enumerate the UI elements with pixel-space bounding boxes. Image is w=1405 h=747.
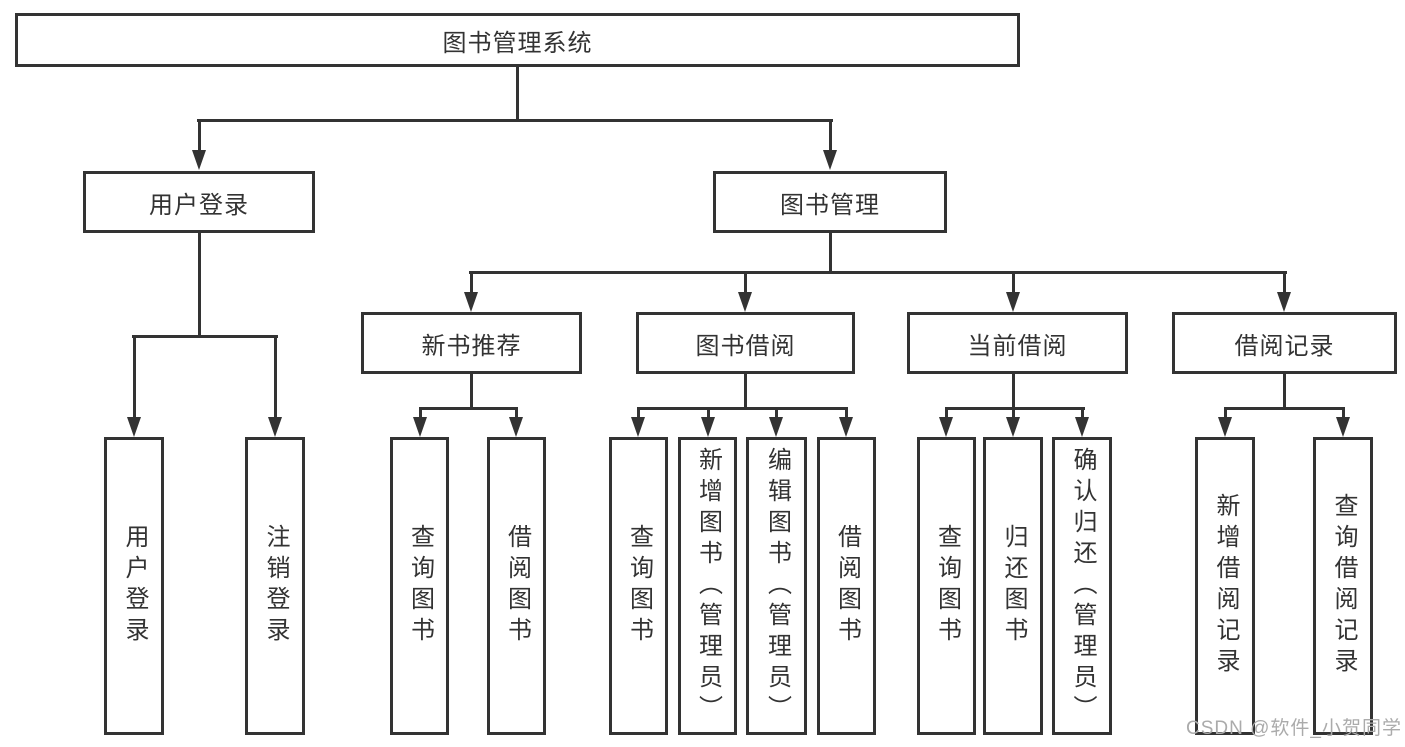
leaf-logout-label: 注销登录 [262, 524, 289, 648]
arrowhead-leaf-7 [939, 417, 953, 437]
arrow-line-to-book-borrow [744, 271, 747, 296]
connector-borrow-records-stem [1283, 374, 1286, 410]
arrow-line-leaf-1 [419, 407, 422, 421]
arrow-line-leaf-9 [1081, 407, 1084, 421]
arrowhead-to-user-login [192, 150, 206, 170]
arrowhead-leaf-1 [413, 417, 427, 437]
leaf-user-login: 用户登录 [104, 437, 164, 735]
node-borrow-records: 借阅记录 [1172, 312, 1397, 374]
connector-new-book-recommend-split [419, 407, 518, 410]
arrow-line-to-user-login [198, 119, 201, 153]
arrow-line-to-current-borrow [1012, 271, 1015, 296]
arrowhead-leaf-10 [1218, 417, 1232, 437]
node-book-management: 图书管理 [713, 171, 947, 233]
arrowhead-leaf-11 [1336, 417, 1350, 437]
leaf-borrow-books: 借阅图书 [817, 437, 876, 735]
leaf-logout: 注销登录 [245, 437, 305, 735]
arrowhead-leaf-3 [631, 417, 645, 437]
leaf-borrow-books-recommend: 借阅图书 [487, 437, 546, 735]
leaf-add-books-admin: 新增图书（管理员） [678, 437, 737, 735]
arrow-line-to-leaf-user-login [133, 335, 136, 421]
leaf-edit-books-admin: 编辑图书（管理员） [746, 437, 807, 735]
arrowhead-to-borrow-records [1277, 292, 1291, 312]
leaf-confirm-return-admin: 确认归还（管理员） [1052, 437, 1112, 735]
arrow-line-leaf-5 [775, 407, 778, 421]
leaf-confirm-return-admin-label: 确认归还（管理员） [1069, 446, 1096, 726]
leaf-borrow-books-recommend-label: 借阅图书 [503, 524, 531, 648]
leaf-return-books-label: 归还图书 [1000, 524, 1027, 648]
node-new-book-recommend: 新书推荐 [361, 312, 582, 374]
leaf-query-books-recommend-label: 查询图书 [406, 524, 434, 648]
node-current-borrow: 当前借阅 [907, 312, 1128, 374]
arrowhead-leaf-2 [509, 417, 523, 437]
connector-book-borrow-stem [744, 374, 747, 410]
node-root: 图书管理系统 [15, 13, 1020, 67]
arrowhead-to-book-management [823, 150, 837, 170]
arrow-line-leaf-10 [1224, 407, 1227, 421]
arrowhead-leaf-6 [839, 417, 853, 437]
connector-borrow-records-split [1224, 407, 1345, 410]
connector-current-borrow-stem [1012, 374, 1015, 410]
arrowhead-leaf-9 [1075, 417, 1089, 437]
connector-user-login-split [132, 335, 278, 338]
connector-book-management-stem [829, 233, 832, 274]
leaf-query-books-recommend: 查询图书 [390, 437, 449, 735]
connector-book-management-split [469, 271, 1287, 274]
connector-level1-split [197, 119, 833, 122]
arrowhead-to-leaf-user-login [127, 417, 141, 437]
node-user-login: 用户登录 [83, 171, 315, 233]
arrowhead-leaf-5 [769, 417, 783, 437]
connector-current-borrow-split [945, 407, 1085, 410]
arrow-line-leaf-6 [845, 407, 848, 421]
leaf-return-books: 归还图书 [983, 437, 1043, 735]
leaf-query-books-current: 查询图书 [917, 437, 976, 735]
connector-user-login-stem [198, 233, 201, 338]
leaf-query-borrow-record-label: 查询借阅记录 [1330, 493, 1357, 679]
leaf-borrow-books-label: 借阅图书 [833, 524, 861, 648]
watermark: CSDN @软件_小贺同学 [1186, 718, 1402, 739]
arrowhead-to-current-borrow [1006, 292, 1020, 312]
leaf-query-borrow-record: 查询借阅记录 [1313, 437, 1373, 735]
arrow-line-to-book-management [829, 119, 832, 153]
arrow-line-to-borrow-records [1283, 271, 1286, 296]
leaf-query-books-borrow: 查询图书 [609, 437, 668, 735]
leaf-add-borrow-record: 新增借阅记录 [1195, 437, 1255, 735]
arrowhead-leaf-8 [1006, 417, 1020, 437]
arrowhead-to-new-book-recommend [464, 292, 478, 312]
connector-root-stem [516, 67, 519, 122]
connector-book-borrow-split [637, 407, 848, 410]
arrowhead-leaf-4 [701, 417, 715, 437]
leaf-edit-books-admin-label: 编辑图书（管理员） [763, 446, 791, 726]
arrow-line-leaf-4 [707, 407, 710, 421]
arrow-line-to-new-book-recommend [470, 271, 473, 296]
arrow-line-to-leaf-logout [274, 335, 277, 421]
arrow-line-leaf-7 [945, 407, 948, 421]
leaf-user-login-label: 用户登录 [121, 524, 148, 648]
connector-new-book-recommend-stem [470, 374, 473, 410]
leaf-add-books-admin-label: 新增图书（管理员） [694, 446, 722, 726]
node-book-borrow: 图书借阅 [636, 312, 855, 374]
arrow-line-leaf-2 [515, 407, 518, 421]
arrowhead-to-book-borrow [738, 292, 752, 312]
leaf-query-books-current-label: 查询图书 [933, 524, 961, 648]
arrow-line-leaf-11 [1342, 407, 1345, 421]
leaf-add-borrow-record-label: 新增借阅记录 [1212, 493, 1239, 679]
leaf-query-books-borrow-label: 查询图书 [625, 524, 653, 648]
arrow-line-leaf-8 [1012, 407, 1015, 421]
arrowhead-to-leaf-logout [268, 417, 282, 437]
arrow-line-leaf-3 [637, 407, 640, 421]
